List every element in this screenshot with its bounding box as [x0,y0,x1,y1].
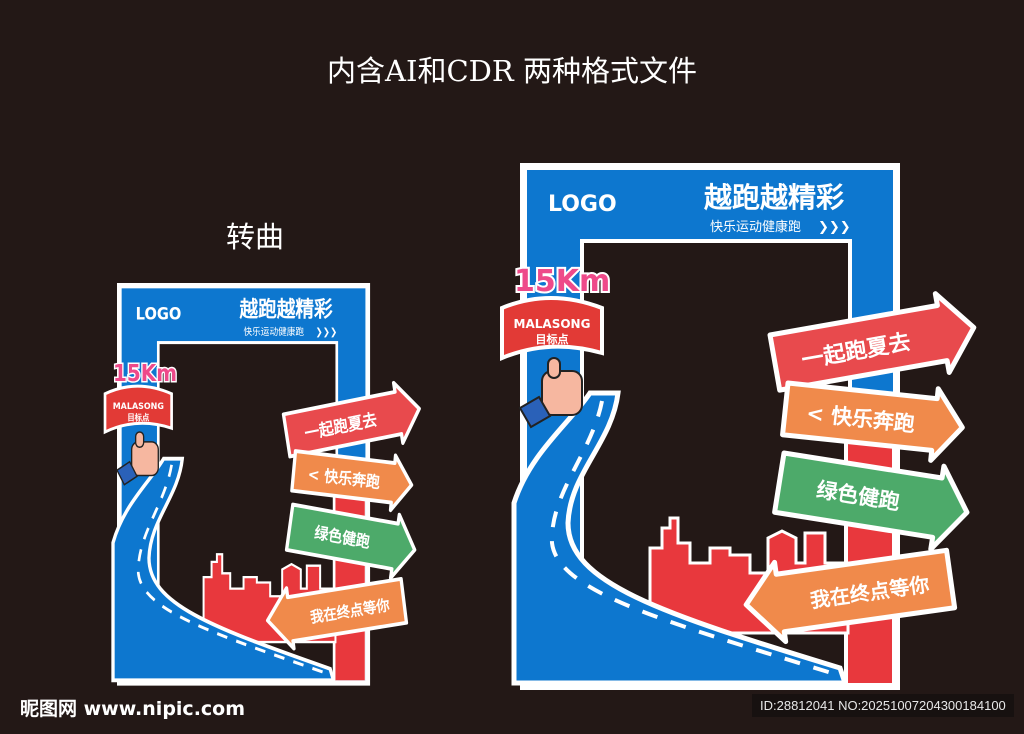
logo-text: LOGO [136,304,182,324]
subtitle-outlined: 转曲 [226,220,285,254]
distance-badge: 15Km [514,264,610,299]
tagline-arrows: ❯❯❯ [315,326,337,338]
ribbon-en: MALASONG [113,402,164,413]
ribbon [500,296,604,361]
sign-orange-left: 我在终点等你 [743,547,958,645]
distance-badge: 15Km [113,361,177,388]
tagline: 快乐运动健康跑 [244,325,304,338]
page-title: 内含AI和CDR 两种格式文件 [327,54,697,88]
ribbon-en: MALASONG [514,317,591,331]
tagline: 快乐运动健康跑 [710,219,801,235]
watermark-site: 昵图网 www.nipic.com [20,698,246,720]
sign-orange-left: 我在终点等你 [265,576,409,651]
headline: 越跑越精彩 [239,296,333,322]
red-pillar [848,417,892,683]
ribbon [103,384,173,435]
red-pillar [335,477,365,681]
sign-green: 绿色健跑 [772,450,970,552]
road [111,456,336,683]
ribbon-cn: 目标点 [127,412,149,423]
sign-green: 绿色健跑 [284,502,417,580]
logo-text: LOGO [548,192,617,217]
photo-frame-large: 15Km MALASONG 目标点 LOGO 越跑越精彩 快乐运动健康跑 ❯❯❯… [500,163,977,690]
thumbs-up-icon [518,357,583,429]
sign-orange: < 快乐奔跑 [780,380,965,463]
watermark-id: ID:28812041 NO:20251007204300184100 [752,694,1014,717]
headline: 越跑越精彩 [704,181,844,214]
thumbs-up-icon [116,431,159,486]
sign-orange: < 快乐奔跑 [290,449,414,513]
tagline-arrows: ❯❯❯ [818,220,851,235]
ribbon-cn: 目标点 [536,332,569,346]
photo-frame-small: 15Km MALASONG 目标点 LOGO 越跑越精彩 快乐运动健康跑 ❯❯❯… [103,283,421,686]
road [511,390,849,686]
